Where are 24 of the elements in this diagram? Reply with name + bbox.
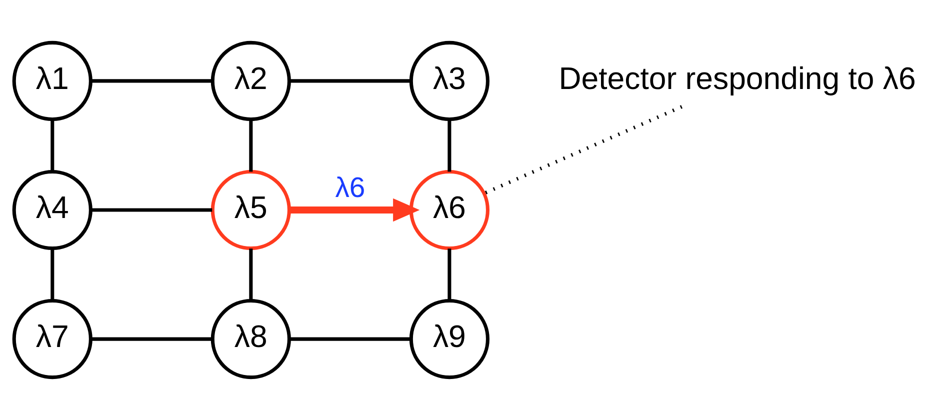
edge-label: λ6 (335, 172, 366, 204)
node-circle: λ9 (409, 298, 490, 379)
connector (483, 104, 682, 195)
connector (90, 336, 212, 340)
node-text: Detector responding to λ6 (558, 60, 916, 96)
connector (249, 248, 253, 300)
node-circle: λ1 (12, 40, 92, 121)
arrow (290, 198, 420, 222)
connector (448, 248, 452, 300)
node-circle: λ8 (210, 298, 291, 379)
connector (289, 78, 411, 82)
connector (90, 78, 212, 82)
connector (50, 248, 54, 300)
connector (448, 119, 452, 172)
node-circle: λ7 (12, 298, 92, 379)
node-circle: λ2 (210, 40, 291, 121)
connector (249, 119, 253, 172)
connector (289, 336, 411, 340)
node-circle: λ4 (12, 169, 92, 250)
node-circle: λ5 (210, 169, 291, 250)
node-circle: λ3 (409, 40, 490, 121)
connector (50, 119, 54, 172)
node-circle: λ6 (409, 169, 490, 250)
connector (90, 208, 212, 212)
